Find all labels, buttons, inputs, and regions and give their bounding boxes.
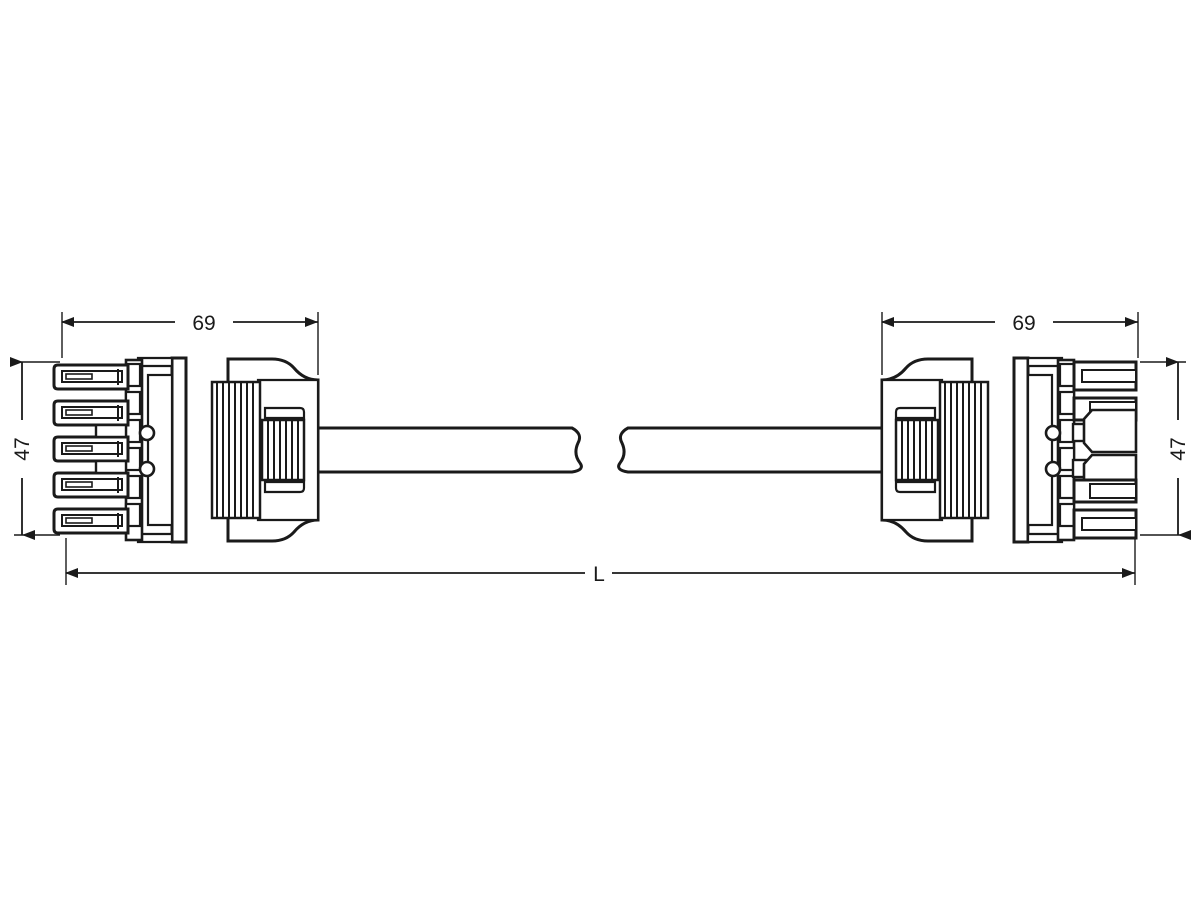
right-pole-6: [1072, 508, 1138, 540]
dimension-left-height: 47: [10, 357, 60, 540]
right-collar-rib: [1012, 356, 1030, 544]
left-pole-5: [52, 507, 130, 535]
right-lip-bottom: [1026, 532, 1064, 544]
dimension-right-height: 47: [1140, 357, 1191, 540]
left-pole-4: [52, 471, 130, 499]
right-pole-5: [1072, 478, 1138, 504]
left-pole-terminals: [52, 363, 130, 535]
dimension-label-right-height: 47: [1167, 437, 1190, 460]
right-pole-sockets: [1072, 360, 1138, 540]
cable: [318, 426, 882, 474]
dimension-label-overall-length: L: [593, 563, 605, 586]
dimension-label-right-width: 69: [1012, 312, 1035, 335]
left-pole-3: [52, 435, 130, 463]
right-front-housing-inner: [1026, 373, 1054, 527]
left-coding-hole-1: [138, 424, 156, 442]
dimension-right-width: 69: [881, 312, 1139, 375]
left-connector-plug: [52, 356, 320, 544]
left-front-housing-inner: [146, 373, 174, 527]
dimension-label-left-height: 47: [11, 437, 34, 460]
right-contact-slots: [1058, 362, 1076, 528]
left-grip-ribs: [210, 380, 262, 520]
left-bridge-2: [94, 459, 128, 475]
dimension-overall-length: L: [65, 538, 1136, 586]
right-latch-tab-bottom: [894, 480, 937, 494]
left-bridge-1: [94, 423, 128, 439]
left-coding-hole-2: [138, 460, 156, 478]
right-coding-hole-2: [1044, 460, 1062, 478]
right-connector-socket: [880, 356, 1138, 544]
right-pole-3: [1082, 408, 1138, 454]
left-latch-tab-top: [263, 406, 306, 420]
right-latch-tab-top: [894, 406, 937, 420]
left-knurl: [260, 418, 306, 482]
left-pole-2: [52, 399, 130, 427]
right-pole-1: [1072, 360, 1138, 392]
left-latch-tab-bottom: [263, 480, 306, 494]
right-coding-hole-1: [1044, 424, 1062, 442]
right-knurl: [894, 418, 940, 482]
dimension-label-left-width: 69: [192, 312, 215, 335]
left-collar-rib: [170, 356, 188, 544]
dimension-left-width: 69: [61, 312, 319, 375]
left-pole-1: [52, 363, 130, 391]
right-grip-ribs: [938, 380, 990, 520]
